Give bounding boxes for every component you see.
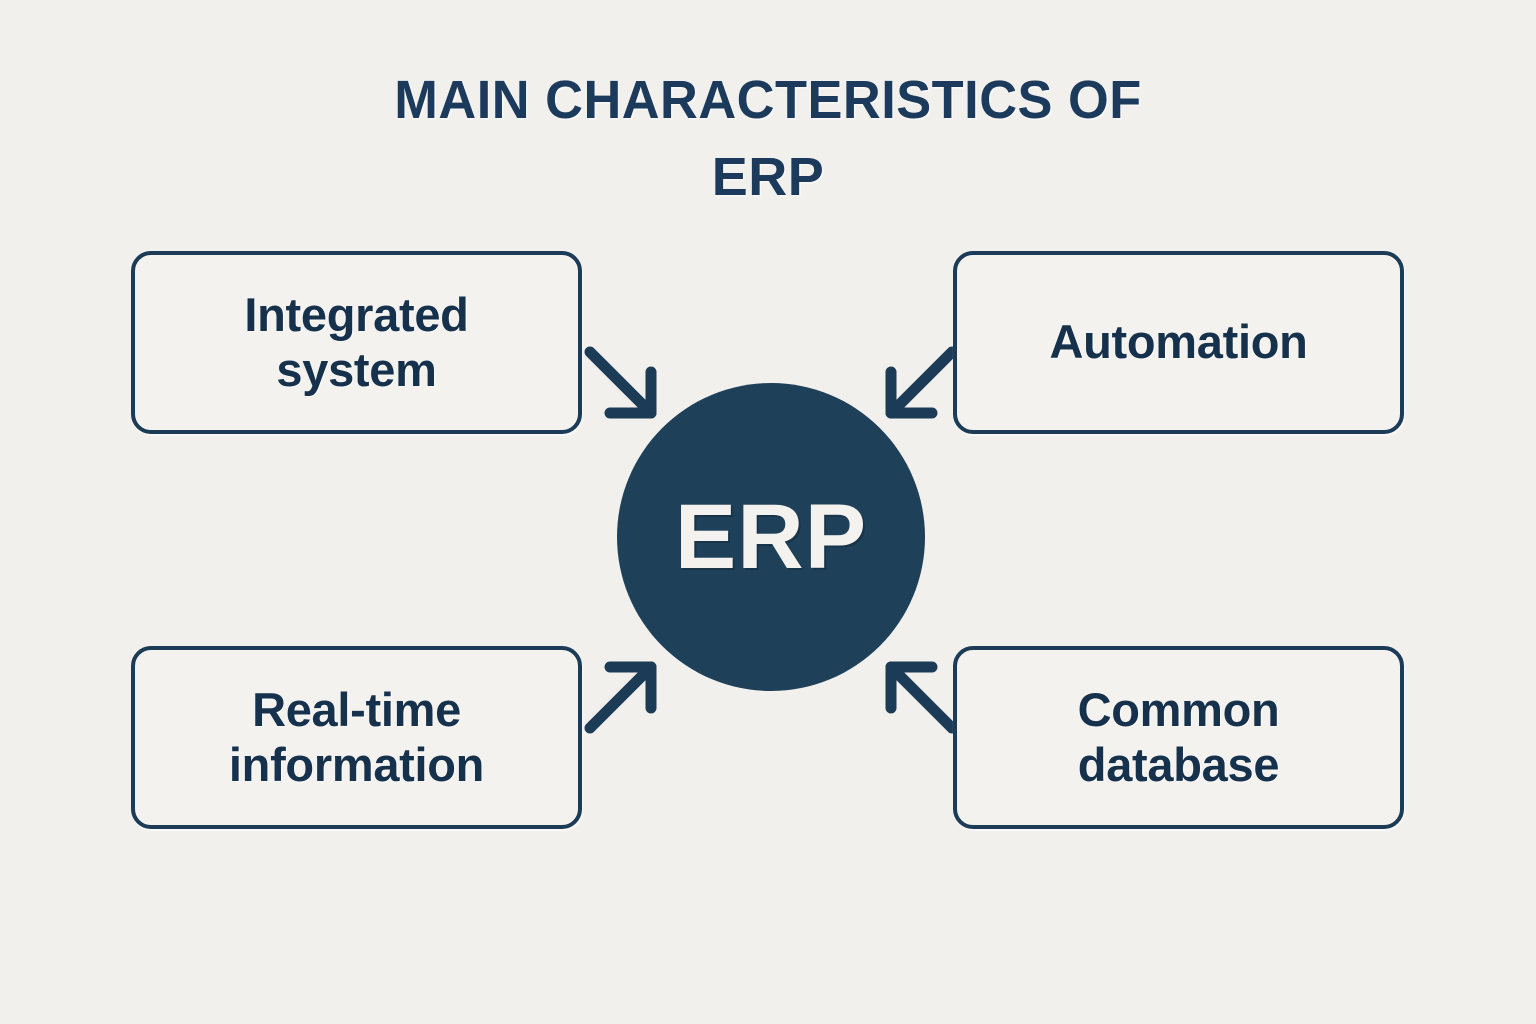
feature-box-common-database[interactable]: Common database xyxy=(953,646,1404,829)
arrow-bottom-right-to-center xyxy=(885,661,958,734)
arrow-bottom-left-to-center xyxy=(584,661,657,734)
feature-box-label: Automation xyxy=(1049,315,1308,369)
feature-box-label: Common database xyxy=(1077,682,1280,791)
center-node-erp[interactable]: ERP xyxy=(617,383,925,691)
page-title-line-1: MAIN CHARACTERISTICS OF xyxy=(394,70,1142,130)
center-node-label: ERP xyxy=(674,486,868,588)
page-title: MAIN CHARACTERISTICS OF ERP xyxy=(0,62,1536,215)
feature-box-automation[interactable]: Automation xyxy=(953,251,1404,434)
feature-box-label: Real-time information xyxy=(228,682,485,791)
feature-box-label: Integrated system xyxy=(244,287,469,396)
page-title-line-2: ERP xyxy=(711,146,825,207)
arrow-top-left-to-center xyxy=(584,346,657,419)
feature-box-real-time-information[interactable]: Real-time information xyxy=(131,646,582,829)
feature-box-integrated-system[interactable]: Integrated system xyxy=(131,251,582,434)
arrow-top-right-to-center xyxy=(885,346,958,419)
